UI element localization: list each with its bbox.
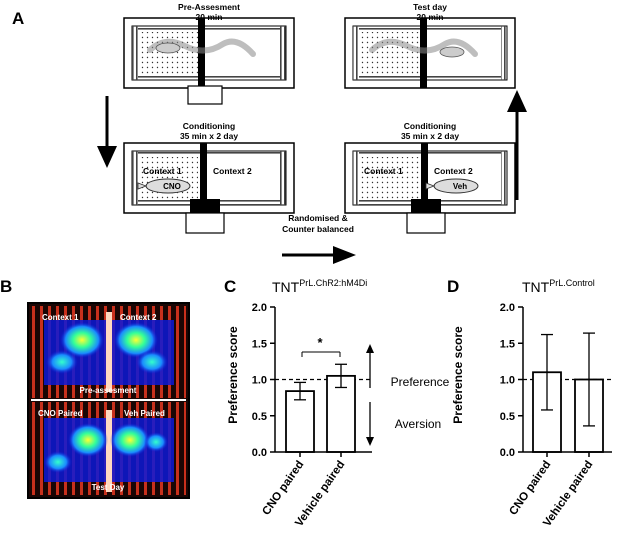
c-ylabel: Preference score: [226, 326, 240, 424]
pre-assessment-time: 20 min: [196, 12, 223, 22]
conditioning-right-title: Conditioning: [404, 121, 456, 131]
context1-label-left: Context 1: [143, 166, 182, 176]
randomised-line1: Randomised &: [288, 213, 348, 223]
panel-c: C TNTPrL.ChR2:hM4Di Preference score 0.0…: [224, 277, 450, 529]
panel-letter-d: D: [447, 277, 459, 296]
c-ytick-label-3: 1.5: [252, 338, 267, 350]
panel-b: B Context 1 Context 2 Pre-assesment: [0, 277, 190, 499]
b-context1-label: Context 1: [42, 313, 79, 322]
c-xtick-label-0: CNO paired: [260, 459, 306, 518]
flow-arrows: [97, 90, 527, 264]
d-title: TNTPrL.Control: [522, 278, 595, 295]
conditioning-right-time: 35 min x 2 day: [401, 131, 459, 141]
b-veh-paired-label: Veh Paired: [124, 409, 165, 418]
d-ylabel: Preference score: [451, 326, 465, 424]
c-bar-0: [285, 390, 315, 453]
cno-tag: CNO: [163, 182, 181, 191]
panel-letter-a: A: [12, 9, 24, 28]
conditioning-veh-box: Conditioning 35 min x 2 day Context 1 Co…: [344, 121, 516, 234]
preference-label: Preference: [391, 375, 450, 389]
d-ytick-label-0: 0.0: [500, 447, 515, 459]
c-ytick-label-0: 0.0: [252, 447, 267, 459]
c-title-sup: PrL.ChR2:hM4Di: [299, 278, 367, 288]
heatmap-pre-assessment: Context 1 Context 2 Pre-assesment: [31, 306, 186, 398]
d-ytick-label-1: 0.5: [500, 411, 515, 423]
c-significance-star: *: [317, 335, 323, 350]
c-ytick-label-2: 1.0: [252, 375, 267, 387]
c-bar-1: [326, 374, 356, 453]
veh-tag: Veh: [453, 182, 467, 191]
pre-assessment-box: Pre-Assesment 20 min: [123, 2, 295, 105]
panel-d: D TNTPrL.Control Preference score 0.0 0.5…: [447, 277, 612, 529]
conditioning-left-time: 35 min x 2 day: [180, 131, 238, 141]
panel-a: A Pre-Assesment 20 min: [12, 2, 527, 264]
c-title: TNTPrL.ChR2:hM4Di: [272, 278, 367, 295]
d-ytick-label-2: 1.0: [500, 375, 515, 387]
aversion-label: Aversion: [395, 417, 441, 431]
test-day-time: 20 min: [417, 12, 444, 22]
c-ytick-label-4: 2.0: [252, 302, 267, 314]
d-xtick-label-0: CNO paired: [507, 459, 553, 518]
d-ytick-label-3: 1.5: [500, 338, 515, 350]
test-day-box: Test day 20 min: [344, 2, 516, 89]
pre-assessment-title: Pre-Assesment: [178, 2, 240, 12]
conditioning-left-title: Conditioning: [183, 121, 235, 131]
context2-label-right: Context 2: [434, 166, 473, 176]
b-context2-label: Context 2: [120, 313, 157, 322]
d-title-main: TNT: [522, 279, 550, 295]
c-ytick-label-1: 0.5: [252, 411, 267, 423]
randomised-line2: Counter balanced: [282, 224, 354, 234]
b-cno-paired-label: CNO Paired: [38, 409, 83, 418]
d-ytick-label-4: 2.0: [500, 302, 515, 314]
c-title-main: TNT: [272, 279, 300, 295]
context1-label-right: Context 1: [364, 166, 403, 176]
panel-letter-c: C: [224, 277, 236, 296]
context2-label-left: Context 2: [213, 166, 252, 176]
test-day-title: Test day: [413, 2, 447, 12]
d-title-sup: PrL.Control: [549, 278, 595, 288]
panel-letter-b: B: [0, 277, 12, 296]
heatmap-test-day: CNO Paired Veh Paired Test Day: [31, 402, 186, 495]
b-pre-assessment-caption: Pre-assesment: [80, 386, 137, 395]
conditioning-cno-box: Conditioning 35 min x 2 day Context 1 Co…: [123, 121, 295, 234]
b-test-day-caption: Test Day: [92, 483, 125, 492]
